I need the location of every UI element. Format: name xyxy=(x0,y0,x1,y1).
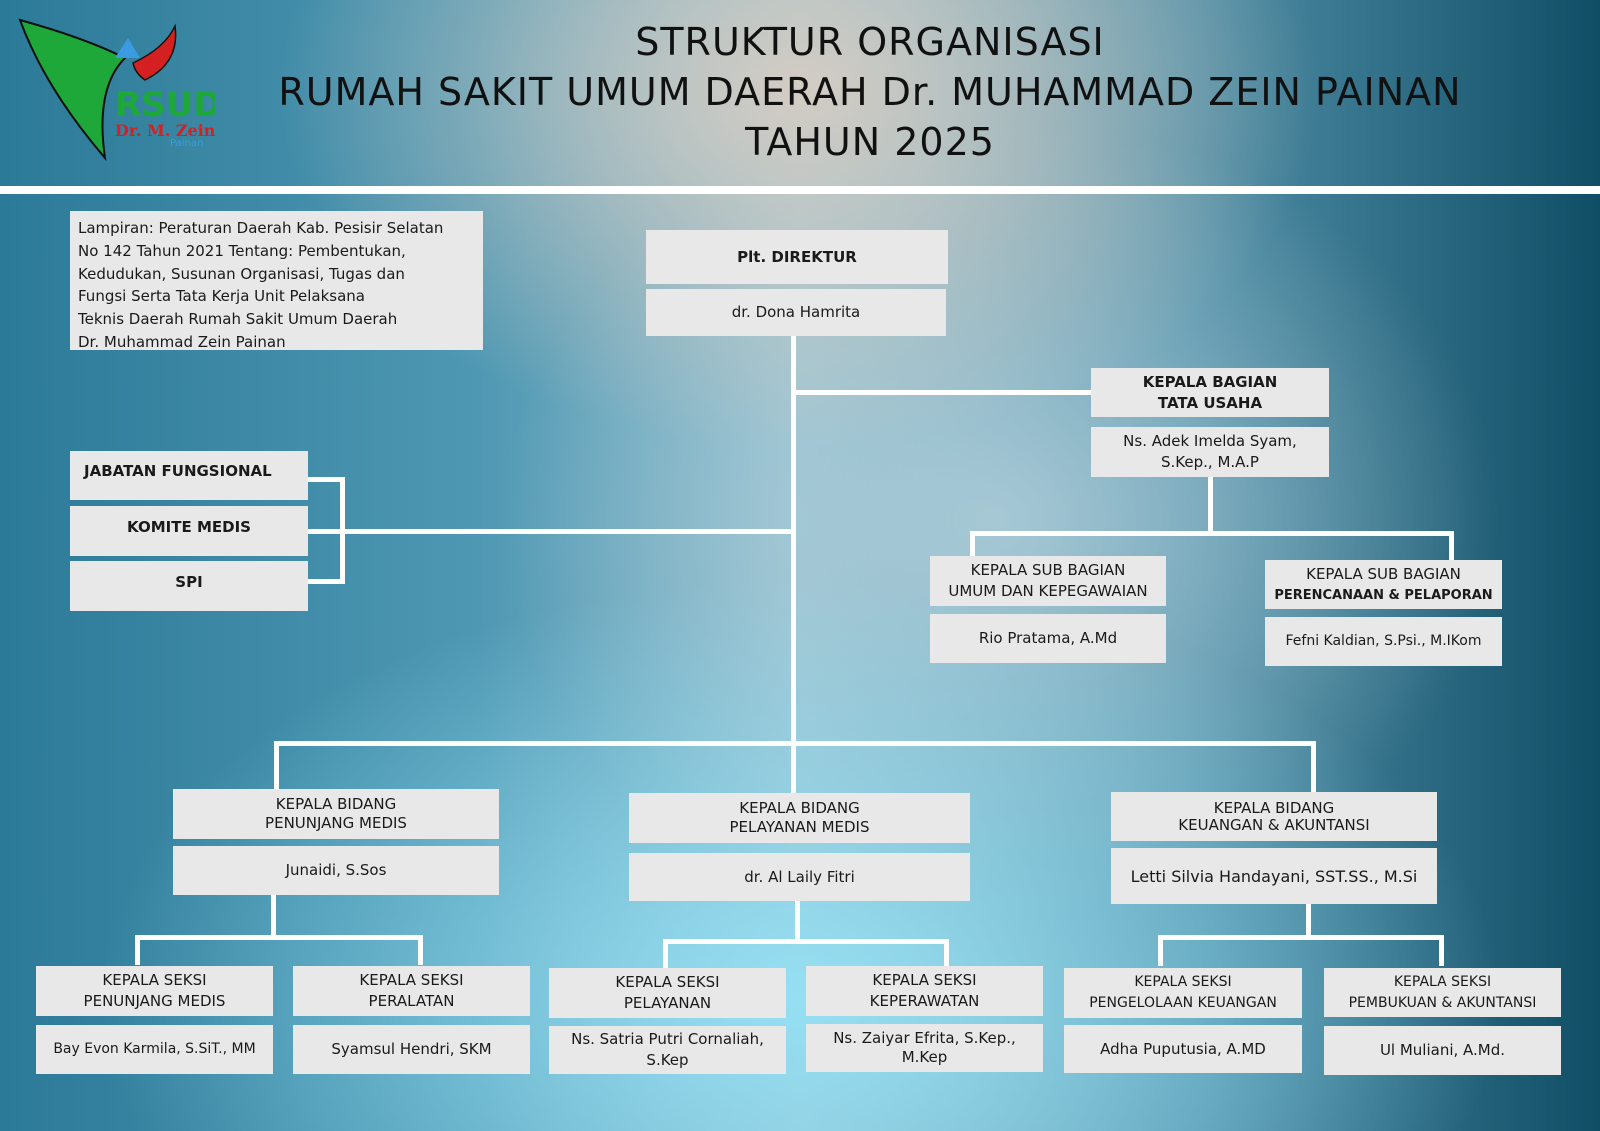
svg-text:RSUD: RSUD xyxy=(115,85,215,125)
title-line: KEPALA BIDANG xyxy=(275,795,397,813)
name-line: S.Kep xyxy=(646,1051,689,1069)
tata-usaha-name: Ns. Adek Imelda Syam, S.Kep., M.A.P xyxy=(1091,427,1329,477)
subbag-umum-title: KEPALA SUB BAGIAN UMUM DAN KEPEGAWAIAN xyxy=(930,556,1166,606)
title-line: PELAYANAN xyxy=(623,994,712,1012)
seksi-penunjang-medis-name: Bay Evon Karmila, S.SiT., MM xyxy=(36,1025,273,1074)
name-line: S.Kep., M.A.P xyxy=(1161,453,1259,471)
rsud-logo: RSUD Dr. M. Zein Painan xyxy=(18,18,215,162)
note-line: Lampiran: Peraturan Daerah Kab. Pesisir … xyxy=(78,219,444,237)
header-divider xyxy=(0,186,1600,194)
seksi-pelayanan-name: Ns. Satria Putri Cornaliah, S.Kep xyxy=(549,1026,786,1074)
seksi-keperawatan-name: Ns. Zaiyar Efrita, S.Kep.,M.Kep xyxy=(806,1024,1043,1072)
direktur-name: dr. Dona Hamrita xyxy=(646,289,946,336)
bidang-pelayanan-title: KEPALA BIDANG PELAYANAN MEDIS xyxy=(629,793,970,843)
title-line: UMUM DAN KEPEGAWAIAN xyxy=(948,582,1148,600)
seksi-penunjang-medis-title: KEPALA SEKSI PENUNJANG MEDIS xyxy=(36,966,273,1016)
connector xyxy=(274,741,279,789)
title-line: KEPERAWATAN xyxy=(869,992,980,1010)
connector xyxy=(418,935,423,965)
bidang-keuangan-title: KEPALA BIDANG KEUANGAN & AKUNTANSI xyxy=(1111,792,1437,841)
seksi-pembukuan-name: Ul Muliani, A.Md. xyxy=(1324,1026,1561,1075)
title-line: PEMBUKUAN & AKUNTANSI xyxy=(1348,994,1537,1011)
connector xyxy=(135,935,140,965)
subbag-perencanaan-title: KEPALA SUB BAGIAN PERENCANAAN & PELAPORA… xyxy=(1265,560,1502,609)
connector xyxy=(340,477,345,584)
title-line: KEPALA SEKSI xyxy=(872,971,977,989)
seksi-pelayanan-title: KEPALA SEKSI PELAYANAN xyxy=(549,968,786,1018)
connector xyxy=(271,895,276,939)
subbag-perencanaan-name: Fefni Kaldian, S.Psi., M.IKom xyxy=(1265,617,1502,666)
note-line: Fungsi Serta Tata Kerja Unit Pelaksana xyxy=(78,287,365,306)
connector xyxy=(308,477,345,482)
title-line: KEPALA SEKSI xyxy=(1393,973,1492,990)
title-line: KEPALA SEKSI xyxy=(1134,974,1232,990)
connector xyxy=(1449,531,1454,560)
connector xyxy=(663,939,949,944)
direktur-title: Plt. DIREKTUR xyxy=(646,230,948,284)
note-line: Teknis Daerah Rumah Sakit Umum Daerah xyxy=(78,310,398,329)
spi: SPI xyxy=(70,561,308,611)
seksi-keperawatan-title: KEPALA SEKSI KEPERAWATAN xyxy=(806,966,1043,1016)
connector xyxy=(791,336,796,794)
title-line: PENUNJANG MEDIS xyxy=(83,992,226,1010)
title-line-1: STRUKTUR ORGANISASI xyxy=(635,20,1105,64)
connector xyxy=(1306,904,1311,939)
connector xyxy=(944,939,949,969)
connector xyxy=(970,531,1454,536)
connector xyxy=(970,531,975,557)
title-line: KEPALA BIDANG xyxy=(739,799,860,817)
bidang-pelayanan-name: dr. Al Laily Fitri xyxy=(629,853,970,901)
komite-medis: KOMITE MEDIS xyxy=(70,506,308,556)
legal-reference-note: Lampiran: Peraturan Daerah Kab. Pesisir … xyxy=(70,211,483,351)
title-line-3: TAHUN 2025 xyxy=(745,120,995,164)
title-line: PERENCANAAN & PELAPORAN xyxy=(1274,587,1493,603)
bidang-keuangan-name: Letti Silvia Handayani, SST.SS., M.Si xyxy=(1111,848,1437,904)
connector xyxy=(274,741,1316,746)
subbag-umum-name: Rio Pratama, A.Md xyxy=(930,614,1166,663)
title-line: KEPALA SUB BAGIAN xyxy=(970,561,1126,579)
connector xyxy=(308,529,793,534)
note-line: Dr. Muhammad Zein Painan xyxy=(78,332,286,351)
connector xyxy=(1158,935,1444,940)
seksi-pengelolaan-keuangan-name: Adha Puputusia, A.MD xyxy=(1064,1025,1302,1073)
bidang-penunjang-title: KEPALA BIDANG PENUNJANG MEDIS xyxy=(173,789,499,839)
seksi-peralatan-title: KEPALA SEKSI PERALATAN xyxy=(293,966,530,1016)
title-line: TATA USAHA xyxy=(1157,393,1263,412)
title-line: KEPALA BAGIAN xyxy=(1142,372,1278,391)
name-line: Ns. Satria Putri Cornaliah, xyxy=(571,1030,764,1048)
title-line: PENUNJANG MEDIS xyxy=(265,814,407,832)
bidang-penunjang-name: Junaidi, S.Sos xyxy=(173,846,499,895)
title-line: PERALATAN xyxy=(368,992,455,1010)
name-line: Ns. Adek Imelda Syam, xyxy=(1123,432,1297,450)
jabatan-fungsional: JABATAN FUNGSIONAL xyxy=(70,451,308,500)
connector xyxy=(1311,741,1316,792)
connector xyxy=(1439,935,1444,966)
note-line: Kedudukan, Susunan Organisasi, Tugas dan xyxy=(78,264,405,283)
connector xyxy=(663,939,668,969)
connector xyxy=(1158,935,1163,966)
connector xyxy=(308,579,345,584)
title-line: KEPALA SEKSI xyxy=(615,973,720,991)
connector xyxy=(1208,477,1213,535)
title-line: PELAYANAN MEDIS xyxy=(729,818,870,836)
title-line: KEPALA SUB BAGIAN xyxy=(1306,564,1461,583)
tata-usaha-title: KEPALA BAGIAN TATA USAHA xyxy=(1091,368,1329,417)
svg-text:Dr. M. Zein: Dr. M. Zein xyxy=(115,121,215,140)
title-line: KEPALA SEKSI xyxy=(102,971,207,989)
title-line: KEPALA BIDANG xyxy=(1213,798,1335,817)
seksi-pengelolaan-keuangan-title: KEPALA SEKSI PENGELOLAAN KEUANGAN xyxy=(1064,968,1302,1018)
connector xyxy=(795,901,800,943)
title-line: KEUANGAN & AKUNTANSI xyxy=(1178,815,1370,834)
title-line-2: RUMAH SAKIT UMUM DAERAH Dr. MUHAMMAD ZEI… xyxy=(278,70,1462,114)
seksi-pembukuan-title: KEPALA SEKSI PEMBUKUAN & AKUNTANSI xyxy=(1324,968,1561,1017)
connector xyxy=(791,390,1091,395)
seksi-peralatan-name: Syamsul Hendri, SKM xyxy=(293,1025,530,1074)
svg-text:Painan: Painan xyxy=(170,138,203,149)
note-line: No 142 Tahun 2021 Tentang: Pembentukan, xyxy=(78,241,406,260)
name-line: Ns. Zaiyar Efrita, S.Kep., xyxy=(833,1029,1016,1047)
connector xyxy=(135,935,423,940)
title-line: KEPALA SEKSI xyxy=(359,971,464,989)
title-line: PENGELOLAAN KEUANGAN xyxy=(1089,995,1277,1011)
name-line: M.Kep xyxy=(901,1048,948,1066)
